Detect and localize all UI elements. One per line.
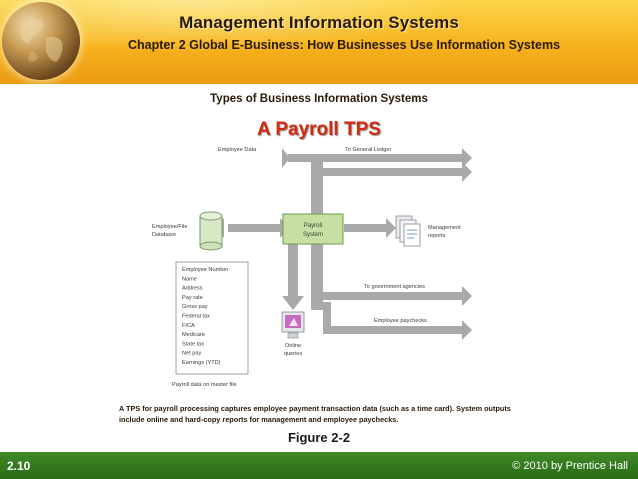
master-file-field: Earnings (YTD): [182, 360, 221, 366]
online-label-2: queries: [284, 351, 303, 357]
arrowhead-paychecks: [462, 320, 472, 340]
chapter-title: Chapter 2 Global E-Business: How Busines…: [128, 38, 561, 52]
master-file-field: Address: [182, 286, 203, 292]
payroll-label-1: Payroll: [304, 223, 322, 229]
arrow-right-branch: [323, 168, 463, 176]
arrowhead-general-ledger: [462, 148, 472, 168]
report-icon: [395, 215, 421, 247]
copyright-notice: © 2010 by Prentice Hall: [512, 460, 628, 472]
database-label-2: Database: [152, 232, 176, 238]
arrow-paychecks: [323, 326, 463, 334]
slide-number: 2.10: [7, 459, 31, 473]
arrow-employee-data-in: [288, 154, 323, 162]
database-icon: [199, 211, 223, 251]
government-label: To government agencies: [364, 284, 425, 290]
payroll-system-box: [282, 213, 344, 245]
management-label-1: Management: [428, 225, 461, 231]
header-glow: [0, 0, 638, 84]
arrow-database-payroll: [228, 224, 282, 232]
arrowhead-right-branch: [462, 162, 472, 182]
arrow-general-ledger: [323, 154, 463, 162]
arrowhead-management-reports: [386, 218, 396, 238]
arrowhead-employee-data: [282, 148, 290, 168]
payroll-tps-diagram: Payroll System Employee/File Database Ma…: [148, 142, 482, 392]
master-file-field: FICA: [182, 323, 195, 329]
slide-title: A Payroll TPS: [257, 119, 381, 140]
payroll-label-2: System: [303, 232, 323, 238]
arrow-management-reports: [344, 224, 388, 232]
computer-icon: [281, 311, 305, 339]
arrow-government: [323, 292, 463, 300]
database-label-1: Employee/File: [152, 224, 187, 230]
arrowhead-government: [462, 286, 472, 306]
management-label-2: reports: [428, 233, 446, 239]
arrow-online-queries: [288, 240, 298, 298]
globe-icon: [2, 2, 80, 80]
master-file-field: Name: [182, 276, 197, 282]
master-file-field: Gross pay: [182, 304, 208, 310]
arrow-trunk-top: [311, 154, 323, 220]
arrow-paychecks-stem: [323, 302, 331, 332]
figure-label: Figure 2-2: [287, 430, 351, 445]
arrowhead-online-queries: [282, 296, 304, 310]
figure-caption: A TPS for payroll processing captures em…: [119, 404, 511, 424]
paychecks-label: Employee paychecks: [374, 318, 427, 324]
online-label-1: Online: [285, 343, 301, 349]
arrow-trunk-down: [311, 240, 323, 310]
main-title: Management Information Systems: [179, 13, 459, 32]
footer-bar: 2.10 © 2010 by Prentice Hall: [0, 452, 638, 479]
employee-data-label: Employee Data: [218, 147, 257, 153]
header-banner: Management Information Systems Chapter 2…: [0, 0, 638, 84]
master-file-field: Federal tax: [182, 314, 210, 320]
general-ledger-label: To General Ledger: [345, 147, 391, 153]
master-file-label: Payroll data on master file: [172, 382, 237, 388]
master-file-field: Net pay: [182, 351, 201, 357]
master-file-field: Medicare: [182, 332, 205, 338]
section-subtitle: Types of Business Information Systems: [210, 93, 428, 105]
master-file-field: State tax: [182, 341, 204, 347]
master-file-field: Employee Number: [182, 267, 228, 273]
master-file-field: Pay rate: [182, 295, 203, 301]
master-file-box: [175, 261, 249, 375]
